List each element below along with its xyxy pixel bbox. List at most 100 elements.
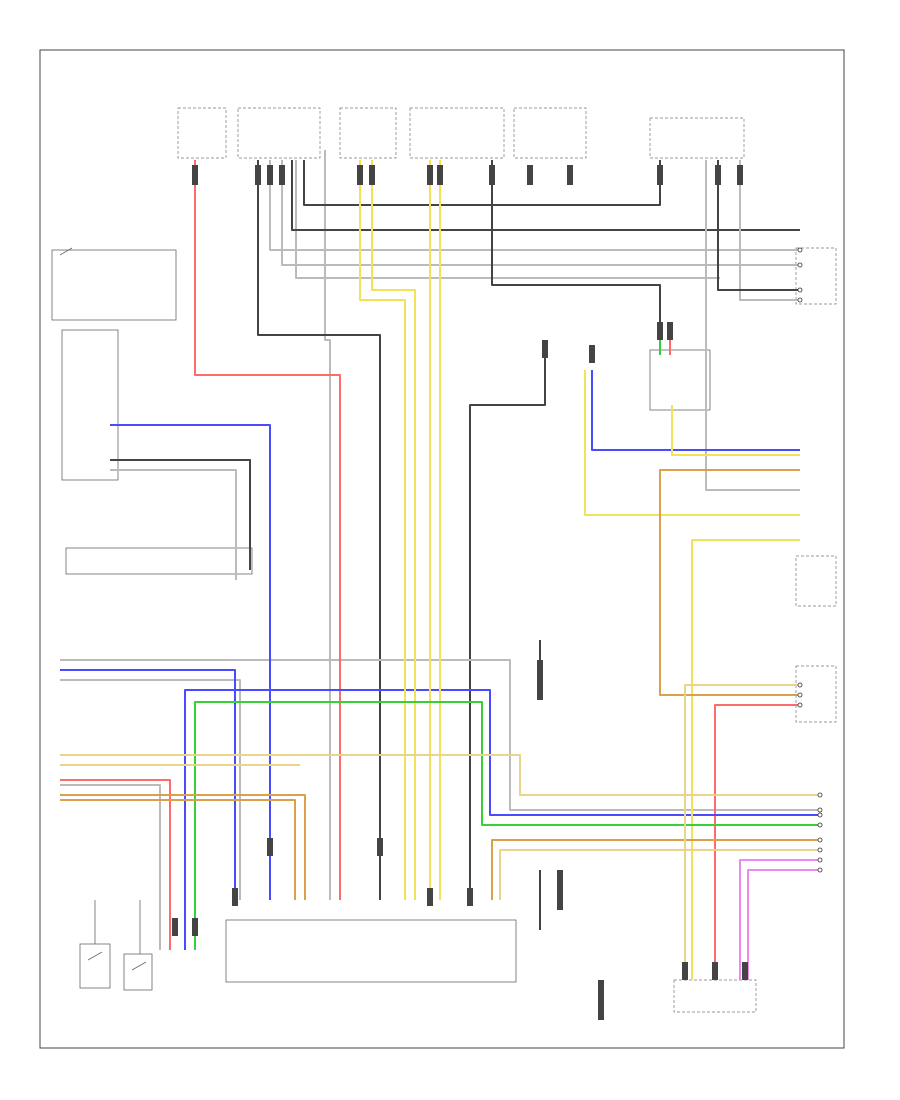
component-box-2 [237,107,321,159]
wire-yellow-1 [359,160,406,900]
wire-orange-3 [659,469,800,696]
wire-gray-10 [60,784,161,950]
component-box-3 [339,107,397,159]
wire-dark-5 [291,160,800,231]
pin-block [267,165,273,185]
component-box-6 [649,117,745,159]
pin-block [427,888,433,906]
terminal [817,812,823,818]
wire-blue-1 [110,424,271,900]
pin-block [737,165,743,185]
wire-group-orange [60,469,820,980]
right-component-boxes [649,247,837,723]
wire-yellow-2 [371,160,416,900]
right-connector-3 [795,665,837,723]
terminal [797,702,803,708]
switch-contact-icon [87,951,103,961]
wire-gray-4 [324,150,331,900]
bottom-left-switch-2 [123,953,153,991]
wire-group-gray [60,150,820,950]
center-right-module [649,349,711,411]
wire-dark-3 [491,160,661,340]
wire-gray-9 [60,679,241,900]
terminal [797,287,803,293]
wire-green-1 [194,701,820,950]
wire-pink-1 [739,859,820,980]
pin-block [437,165,443,185]
right-connector-1 [795,247,837,305]
pin-block [567,165,573,185]
connector-pins [172,165,748,1020]
wire-group-red [60,160,800,980]
wire-orange-2 [60,799,296,900]
terminal [817,847,823,853]
pin-block [682,962,688,980]
wire-gray-5 [110,469,237,580]
pin-block [557,870,563,910]
pin-block [192,165,198,185]
pin-block [657,165,663,185]
pin-block [712,962,718,980]
pin-block [267,838,273,856]
pin-block [467,888,473,906]
terminal [817,822,823,828]
wire-dark-6 [110,459,251,570]
terminal [797,682,803,688]
pin-block [357,165,363,185]
pin-block [527,165,533,185]
wire-gray-7 [705,160,800,491]
right-terminals [797,247,823,873]
wire-gray-6 [739,160,800,301]
switch-symbols [59,247,147,971]
wire-gray-8 [60,659,820,811]
wire-group-pink [739,859,820,980]
pin-block [255,165,261,185]
pin-block [377,838,383,856]
right-connector-2 [795,555,837,607]
terminal [817,807,823,813]
wire-blue-3 [184,689,820,950]
wire-orange-1 [60,794,306,900]
wire-gray-1 [269,160,800,251]
pin-block [537,660,543,700]
terminal [797,692,803,698]
pin-block [589,345,595,363]
wire-group-green [194,340,820,950]
wire-group-blue [60,370,820,950]
pin-block [489,165,495,185]
wire-gray-2 [281,160,800,266]
wire-red-4 [714,704,800,980]
top-component-boxes [177,107,745,159]
terminal [797,297,803,303]
switch-contact-icon [131,961,147,971]
terminal [817,792,823,798]
wire-tan-1 [60,754,820,796]
wire-yellow-6 [671,405,800,456]
wire-orange-4 [491,839,820,900]
pin-block [279,165,285,185]
pin-block [657,322,663,340]
control-unit-box [225,919,517,983]
pin-block [715,165,721,185]
wire-dark-7 [717,160,800,291]
pin-block [598,980,604,1020]
wire-gray-3 [295,160,720,279]
left-modules [51,249,253,575]
pin-block [542,340,548,358]
wire-red-1 [194,160,341,900]
pin-block [667,322,673,340]
wire-group-yellow [359,160,800,980]
diagram-border [39,49,845,1049]
pin-block [427,165,433,185]
pin-block [172,918,178,936]
terminal [797,262,803,268]
terminal [797,247,803,253]
pin-block [369,165,375,185]
wire-blue-2 [60,669,236,900]
component-box-4 [409,107,505,159]
pin-block [192,918,198,936]
terminal [817,867,823,873]
bottom-left-switch-1 [79,943,111,989]
wire-pink-2 [747,869,820,980]
